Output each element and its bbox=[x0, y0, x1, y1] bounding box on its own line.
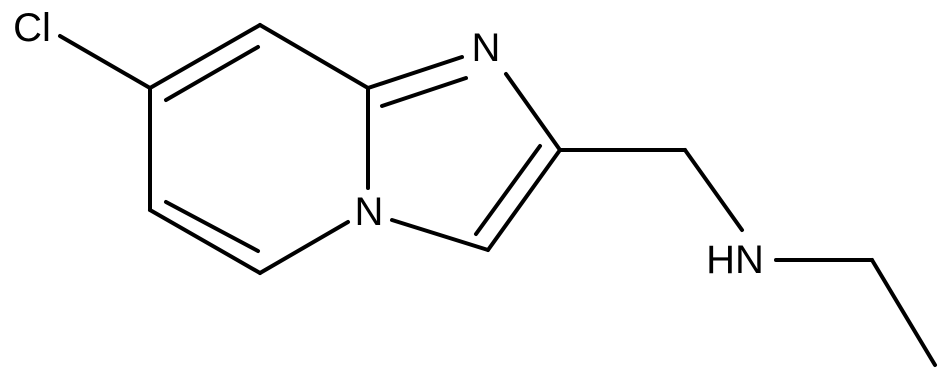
atom-label-bridgehead-nitrogen: N bbox=[355, 190, 384, 234]
bond-c6-c5 bbox=[148, 208, 262, 275]
bond-c8a-n1-double bbox=[380, 76, 468, 108]
bond-c6-c5-double bbox=[164, 200, 260, 253]
atom-label-imine-nitrogen: N bbox=[472, 26, 501, 70]
bond-c7-c8 bbox=[148, 23, 262, 90]
atom-label-amine-nh: HN bbox=[706, 238, 764, 282]
bond-c7-cl bbox=[58, 34, 152, 90]
bond-c7-c8-double bbox=[164, 45, 260, 102]
bond-ch2-ch3 bbox=[870, 258, 937, 367]
bond-c5-n4 bbox=[258, 220, 350, 275]
atom-label-chlorine: Cl bbox=[13, 6, 51, 50]
bond-ch2-nh bbox=[683, 148, 744, 232]
bond-c8a-n1 bbox=[366, 55, 464, 90]
bond-c2-c3-double bbox=[474, 144, 542, 236]
bond-c2-c3 bbox=[486, 148, 562, 252]
bond-c3-n4 bbox=[390, 218, 490, 252]
bond-c8-c8a bbox=[258, 23, 370, 90]
bond-n1-c2 bbox=[504, 72, 562, 152]
